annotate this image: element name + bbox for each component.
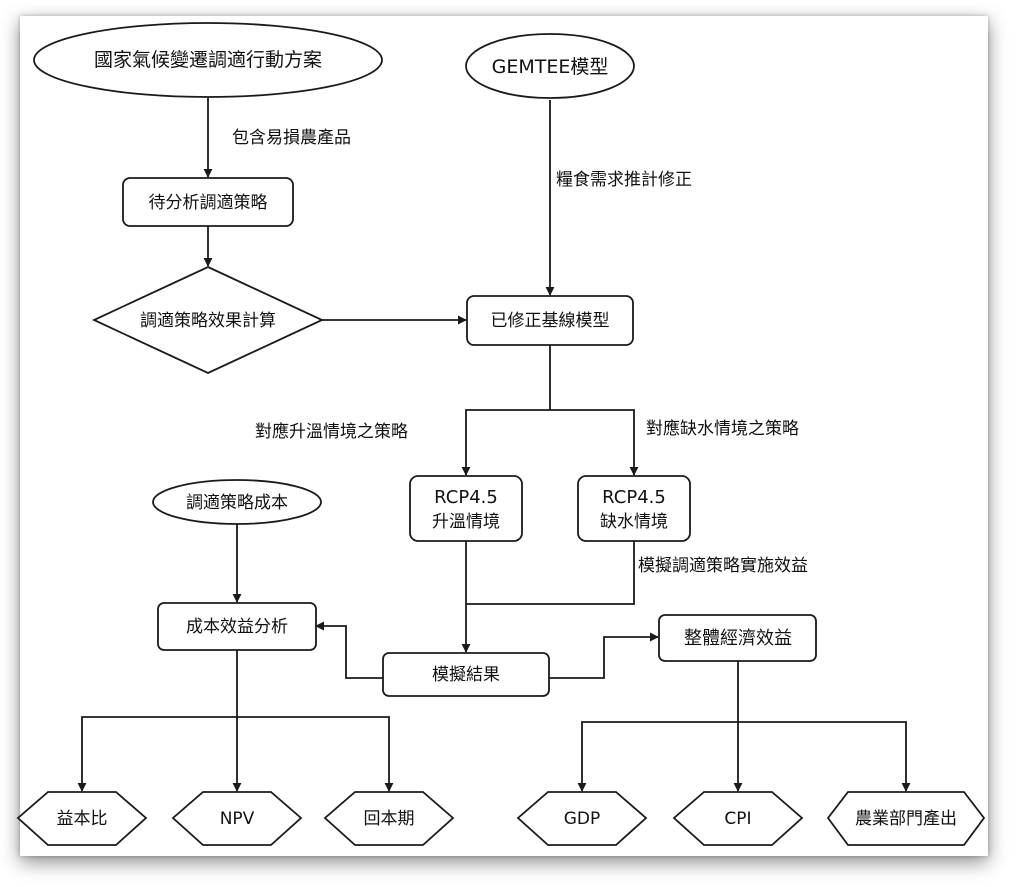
- edge-result-to-cba: [315, 621, 383, 679]
- node-baseline-label: 已修正基線模型: [491, 311, 610, 331]
- node-sim-result-label: 模擬結果: [432, 665, 500, 685]
- node-payback: 回本期: [323, 791, 455, 846]
- node-overall-econ-label: 整體經濟效益: [684, 628, 792, 649]
- edge-econ-to-agri: [738, 721, 911, 792]
- node-effect-calc: 調適策略效果計算: [91, 266, 325, 374]
- node-npv: NPV: [171, 791, 303, 846]
- edge-dry-merge: [466, 541, 635, 605]
- edge-label-simulate-benefit: 模擬調適策略實施效益: [638, 556, 808, 576]
- node-rcp-warm-line1: RCP4.5: [434, 487, 498, 508]
- node-rcp-dry-line1: RCP4.5: [602, 487, 666, 508]
- node-cba-label: 成本效益分析: [186, 617, 288, 637]
- node-rcp-dry-line2: 缺水情境: [600, 512, 668, 532]
- node-strategy-cost: 調適策略成本: [152, 479, 322, 525]
- node-national-plan-label: 國家氣候變遷調適行動方案: [94, 49, 322, 71]
- node-agri-output-label: 農業部門產出: [855, 809, 957, 829]
- node-gemtee: GEMTEE模型: [465, 33, 635, 99]
- edge-labels: 包含易損農產品 糧食需求推計修正 對應升溫情境之策略 對應缺水情境之策略 模擬調…: [232, 128, 808, 576]
- node-cpi-label: CPI: [724, 809, 751, 829]
- edge-cba-to-bcr: [77, 716, 237, 792]
- node-rcp-warm-line2: 升溫情境: [432, 512, 500, 532]
- node-agri-output: 農業部門產出: [826, 791, 986, 846]
- edges: [77, 98, 911, 792]
- node-bcr: 益本比: [16, 791, 148, 846]
- edge-split-to-dry: [550, 409, 639, 476]
- edge-label-warm-strategy: 對應升溫情境之策略: [255, 421, 408, 442]
- flowchart-canvas: 包含易損農產品 糧食需求推計修正 對應升溫情境之策略 對應缺水情境之策略 模擬調…: [16, 16, 988, 856]
- node-baseline: 已修正基線模型: [466, 295, 634, 346]
- node-pending-strategy: 待分析調適策略: [122, 177, 294, 227]
- edge-cba-to-payback: [237, 716, 394, 792]
- node-gdp-label: GDP: [564, 809, 601, 829]
- edge-label-vulnerable-products: 包含易損農產品: [232, 128, 351, 148]
- node-overall-econ: 整體經濟效益: [658, 614, 817, 662]
- node-rcp-dry: RCP4.5 缺水情境: [577, 475, 691, 542]
- node-sim-result: 模擬結果: [382, 652, 550, 697]
- edge-result-to-econ: [549, 632, 659, 679]
- edge-label-food-demand: 糧食需求推計修正: [556, 170, 692, 190]
- node-cba: 成本效益分析: [157, 602, 317, 651]
- node-pending-strategy-label: 待分析調適策略: [149, 193, 268, 213]
- edge-split-to-warm: [461, 409, 550, 476]
- node-npv-label: NPV: [220, 809, 255, 829]
- node-effect-calc-label: 調適策略效果計算: [140, 311, 276, 331]
- node-rcp-warm: RCP4.5 升溫情境: [409, 475, 523, 542]
- node-payback-label: 回本期: [364, 809, 415, 829]
- node-national-plan: 國家氣候變遷調適行動方案: [33, 22, 383, 98]
- node-gdp: GDP: [516, 791, 648, 846]
- node-strategy-cost-label: 調適策略成本: [186, 493, 288, 513]
- edge-label-dry-strategy: 對應缺水情境之策略: [646, 418, 799, 439]
- edge-econ-to-gdp: [577, 721, 738, 792]
- node-gemtee-label: GEMTEE模型: [492, 56, 609, 78]
- node-cpi: CPI: [672, 791, 804, 846]
- node-bcr-label: 益本比: [57, 809, 108, 829]
